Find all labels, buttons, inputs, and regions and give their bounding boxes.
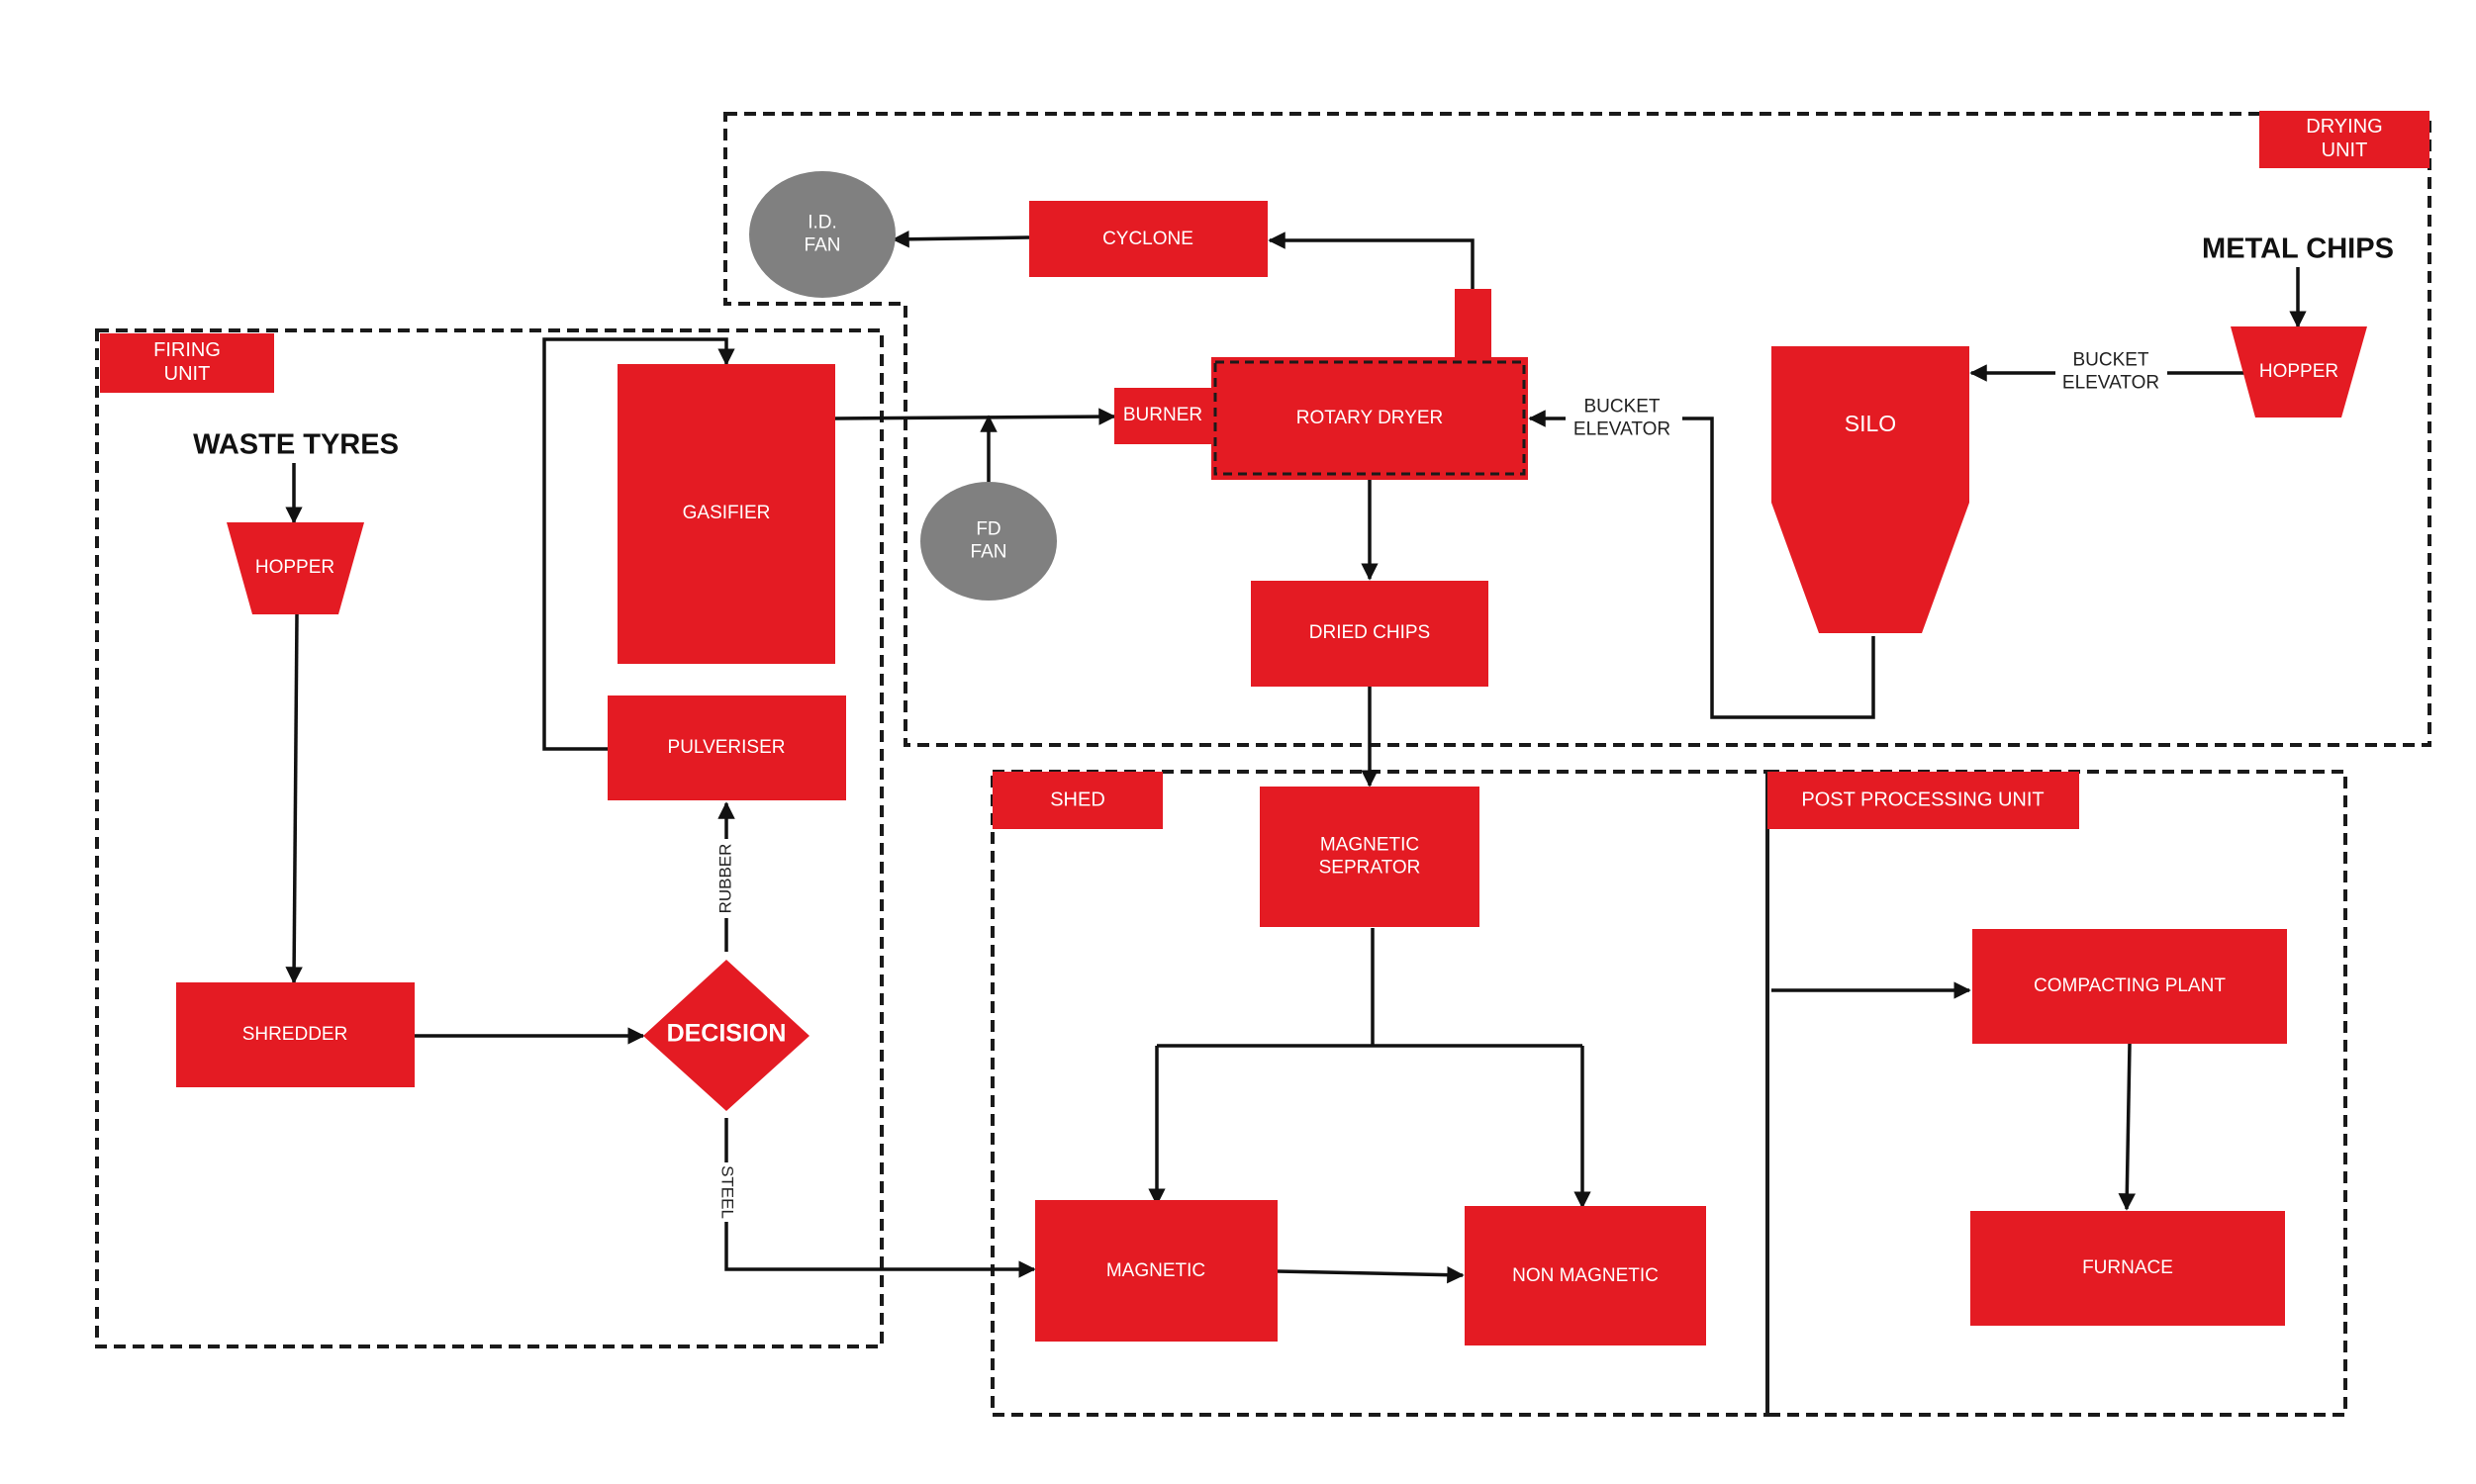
rubber-label: RUBBER: [715, 844, 734, 914]
shed-tag-label: SHED: [1050, 788, 1105, 810]
burner-label: BURNER: [1123, 405, 1202, 425]
hopper-left-label: HOPPER: [255, 557, 334, 578]
firing-unit-boundary: [95, 328, 884, 1348]
non-magnetic-node: NON MAGNETIC: [1465, 1206, 1706, 1345]
edge-gasifier-to-burner: [833, 408, 1116, 425]
edge-dryer-stack-to-cyclone: [1268, 232, 1475, 289]
hopper-left-node: HOPPER: [227, 522, 364, 614]
hopper-right-node: HOPPER: [2231, 326, 2367, 417]
shredder-label: SHREDDER: [242, 1024, 348, 1045]
post-processing-unit-tag: POST PROCESSING UNIT: [1767, 772, 2079, 829]
dried-chips-node: DRIED CHIPS: [1251, 581, 1488, 687]
bucket-elevator-silo-label-line-2: ELEVATOR: [2062, 372, 2159, 393]
magnetic-label: MAGNETIC: [1106, 1260, 1205, 1281]
edge-magnetic-to-non-magnetic: [1277, 1265, 1465, 1284]
shredder-node: SHREDDER: [176, 982, 415, 1087]
bucket-elevator-dryer-label-line-2: ELEVATOR: [1573, 418, 1670, 439]
dried-chips-label: DRIED CHIPS: [1309, 622, 1430, 643]
decision-label: DECISION: [667, 1020, 787, 1048]
gasifier-node: GASIFIER: [618, 364, 835, 664]
drying-unit-tag-label-line-1: DRYING: [2306, 116, 2382, 138]
shed-tag: SHED: [993, 772, 1163, 829]
cyclone-node: CYCLONE: [1029, 201, 1268, 277]
edge-separator-split: [1157, 928, 1582, 1048]
steel-label: STEEL: [718, 1165, 737, 1219]
edge-pulveriser-to-gasifier: [542, 337, 735, 751]
magnetic-separator-label-line-2: SEPRATOR: [1319, 857, 1421, 878]
decision-node: DECISION: [643, 960, 809, 1111]
pulveriser-node: PULVERISER: [608, 696, 846, 800]
waste-tyres-label: WASTE TYRES: [193, 429, 399, 461]
fd-fan-label-line-2: FAN: [971, 541, 1007, 562]
firing-unit-tag-label-line-1: FIRING: [153, 339, 221, 361]
furnace-node: FURNACE: [1970, 1211, 2285, 1326]
hopper-right-label: HOPPER: [2259, 361, 2338, 382]
compacting-plant-node: COMPACTING PLANT: [1972, 929, 2287, 1044]
drying-unit-tag-label-line-2: UNIT: [2322, 139, 2368, 161]
gasifier-label: GASIFIER: [683, 503, 771, 523]
non-magnetic-label: NON MAGNETIC: [1512, 1265, 1659, 1286]
compacting-plant-label: COMPACTING PLANT: [2034, 975, 2226, 996]
furnace-label: FURNACE: [2082, 1257, 2173, 1278]
cyclone-label: CYCLONE: [1102, 229, 1193, 249]
silo-label: SILO: [1845, 411, 1896, 436]
fd-fan-label-line-1: FD: [976, 519, 1000, 540]
shed-boundary: [991, 770, 1769, 1417]
magnetic-separator-label-line-1: MAGNETIC: [1320, 835, 1419, 856]
edge-silo-to-dryer: [1682, 417, 1875, 719]
id-fan-node: I.D.FAN: [749, 171, 896, 298]
id-fan-label-line-2: FAN: [805, 234, 841, 255]
edge-hopper-to-shredder: [285, 613, 303, 984]
pulveriser-label: PULVERISER: [668, 737, 786, 758]
rotary-dryer-node: ROTARY DRYER: [1211, 357, 1528, 480]
burner-node: BURNER: [1114, 388, 1211, 444]
bucket-elevator-dryer-label-line-1: BUCKET: [1583, 397, 1660, 417]
edge-cyclone-to-id-fan: [892, 231, 1030, 248]
bucket-elevator-silo-label-line-1: BUCKET: [2072, 350, 2148, 371]
metal-chips-label: METAL CHIPS: [2202, 233, 2394, 265]
rubber-label-group: RUBBER: [714, 839, 738, 918]
magnetic-node: MAGNETIC: [1035, 1200, 1278, 1342]
post-processing-unit-tag-label: POST PROCESSING UNIT: [1801, 788, 2044, 810]
silo-node: SILO: [1771, 346, 1969, 633]
steel-label-group: STEEL: [714, 1162, 738, 1222]
edge-compacting-to-furnace: [2118, 1043, 2137, 1211]
firing-unit-tag-label-line-2: UNIT: [164, 363, 211, 385]
dryer-stack: [1455, 289, 1491, 360]
id-fan-label-line-1: I.D.: [808, 213, 837, 233]
id-fan-label: I.D.FAN: [805, 213, 841, 256]
rotary-dryer-label: ROTARY DRYER: [1296, 408, 1444, 428]
